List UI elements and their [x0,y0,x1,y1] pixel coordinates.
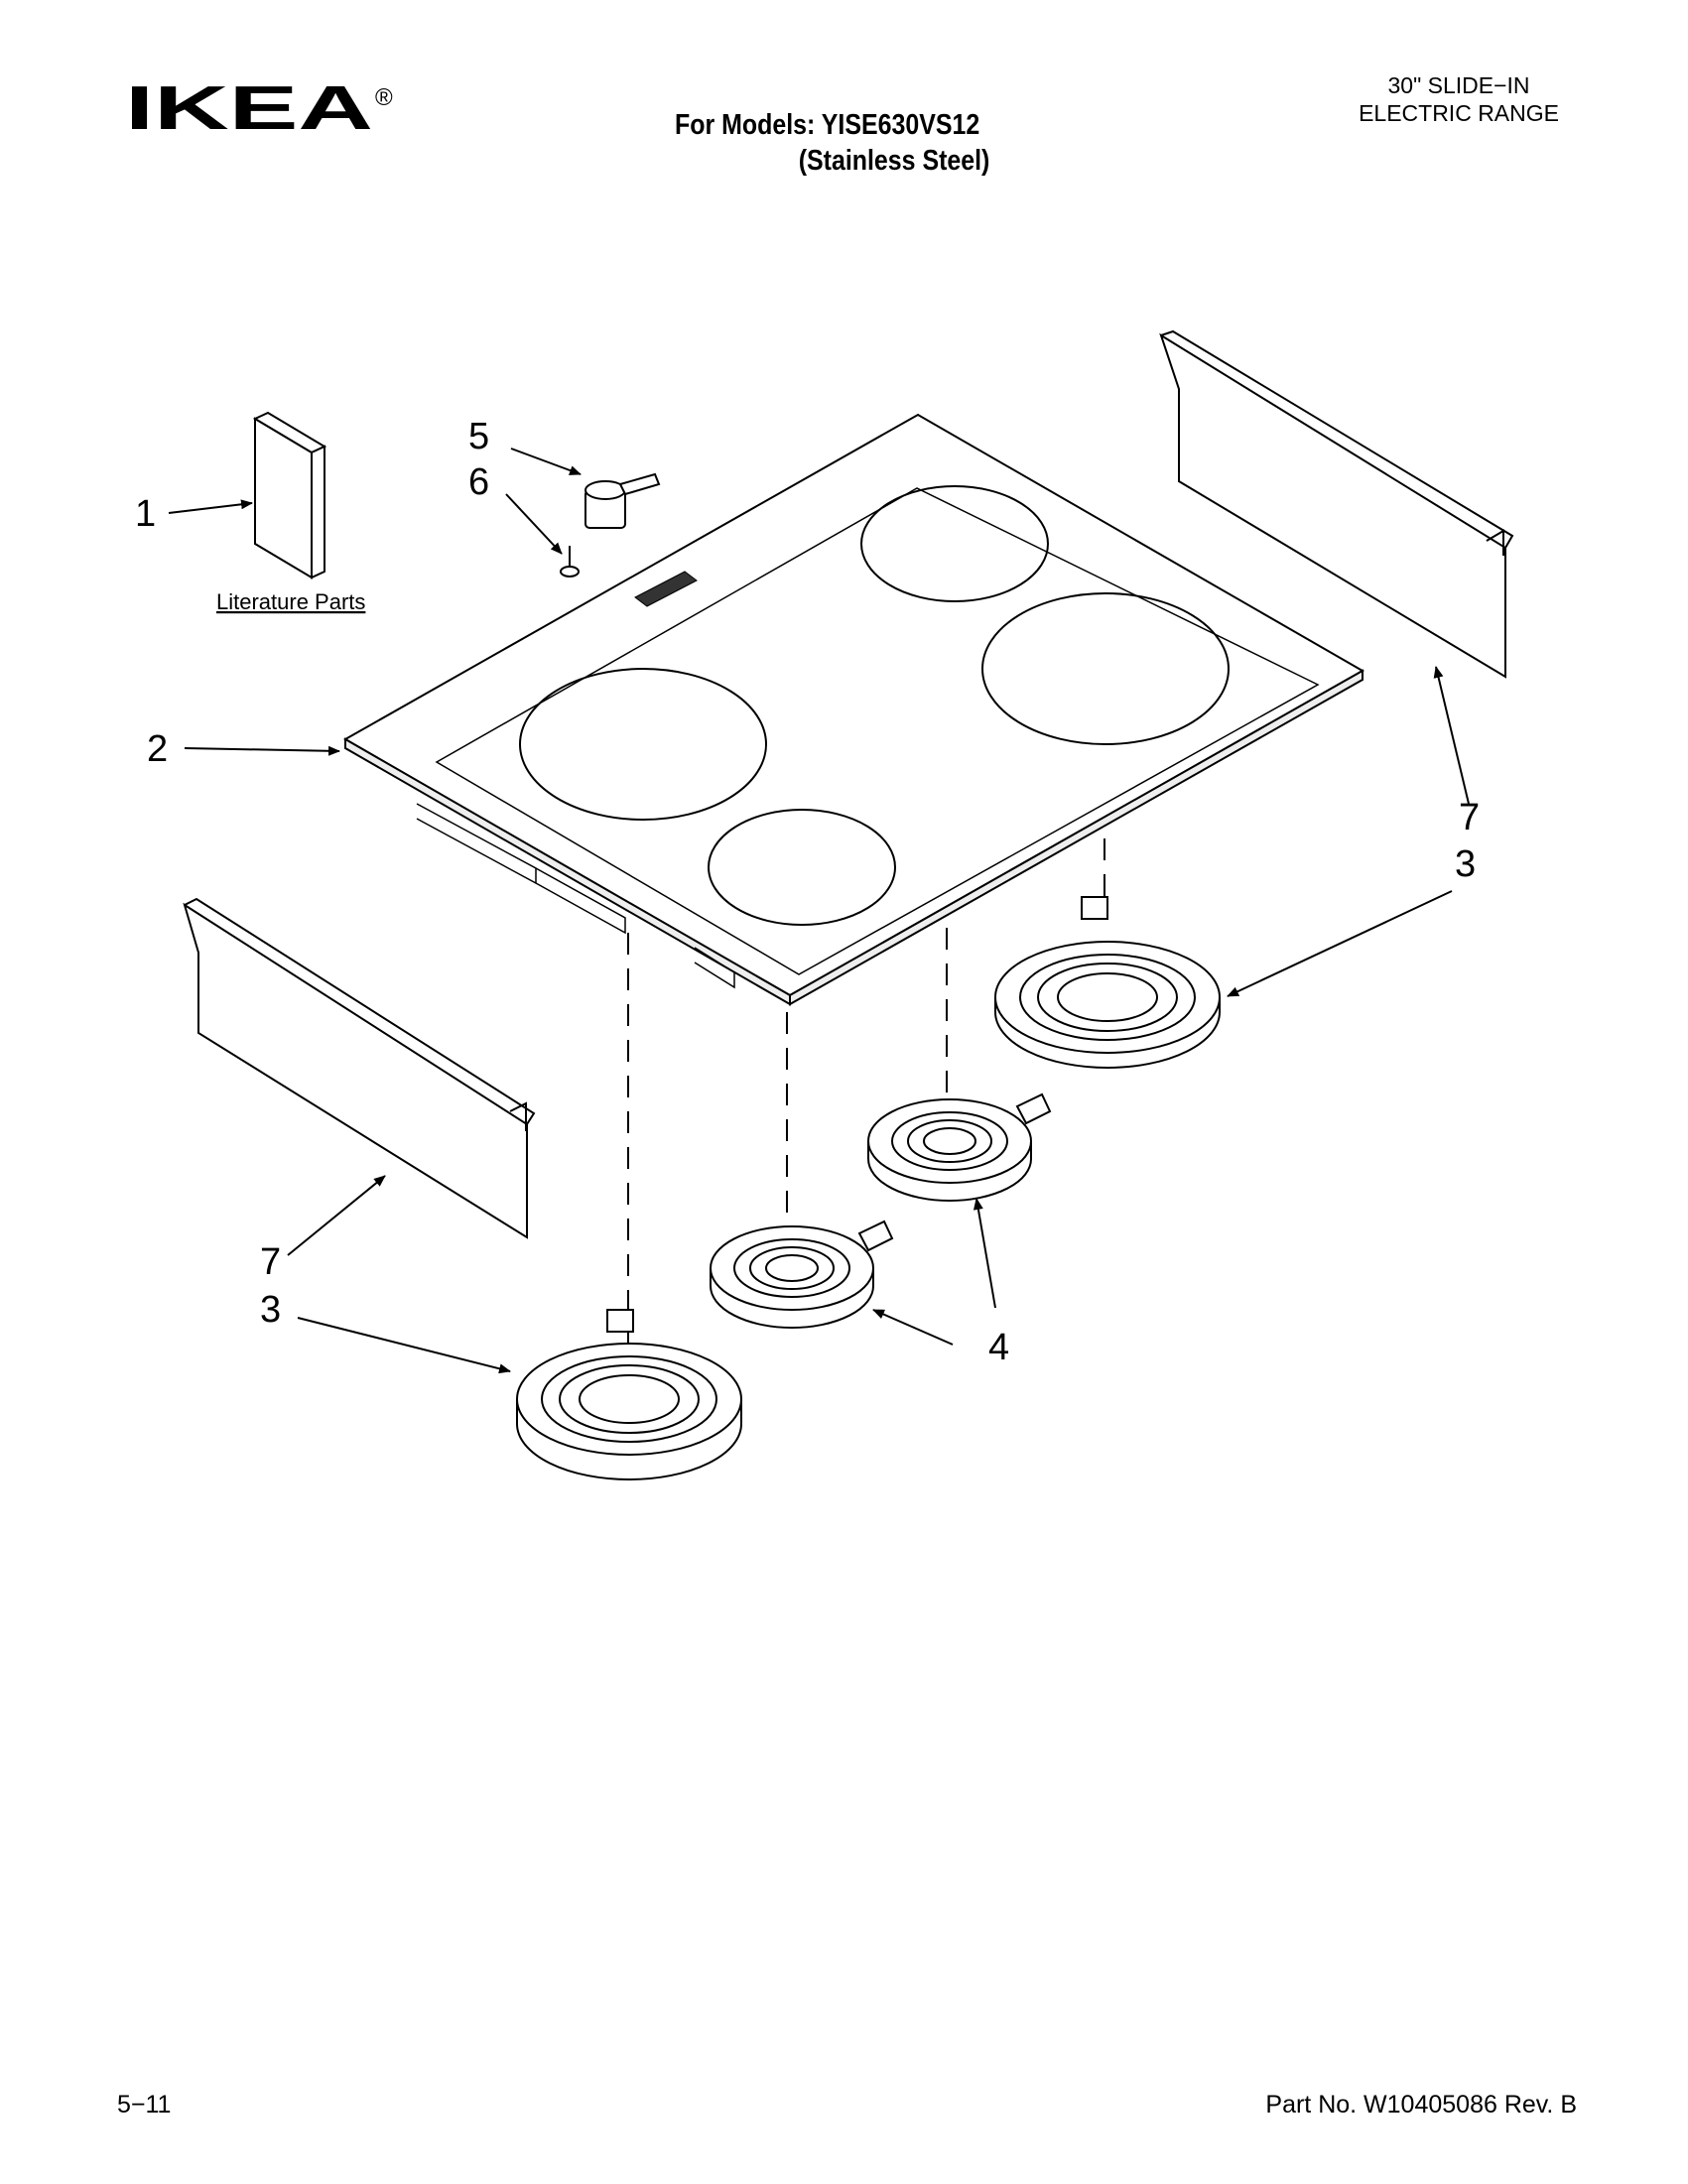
callout-3-left: 3 [260,1289,281,1331]
page-number: 5−11 [117,2091,172,2119]
models-heading: For Models: YISE630VS12 (Stainless Steel… [675,107,989,179]
part-number: Part No. W10405086 Rev. B [1265,2091,1577,2119]
callout-2: 2 [147,728,168,770]
leader-lines [168,448,1470,1374]
side-trim-right [1159,329,1514,679]
callout-3-right: 3 [1455,843,1476,885]
models-finish: (Stainless Steel) [798,145,990,177]
ikea-logo-text: IKEA [125,77,373,137]
limiter-switch [584,472,661,529]
product-title-line1: 30" SLIDE−IN [1387,72,1530,98]
side-trim-left [183,897,536,1239]
product-title-line2: ELECTRIC RANGE [1359,100,1559,126]
callout-7-right: 7 [1459,797,1480,838]
callout-4: 4 [988,1327,1009,1368]
cooktop-panel [342,413,1365,1006]
burner-ring-left-front [519,668,767,821]
mounting-screw [560,546,580,578]
product-title: 30" SLIDE−IN ELECTRIC RANGE [1359,71,1559,127]
heating-element-small-right [867,1092,1052,1202]
registered-mark: ® [375,84,393,111]
ikea-logo: IKEA ® [125,74,403,143]
callout-7-left: 7 [260,1241,281,1283]
heating-element-large-right [994,896,1221,1069]
heating-element-large-left [516,1309,742,1480]
literature-booklet [252,411,327,579]
burner-ring-right-rear [981,592,1230,745]
callout-1: 1 [135,493,156,535]
callout-5: 5 [468,416,489,457]
callout-6: 6 [468,461,489,503]
models-label: For Models: YISE630VS12 [675,109,980,141]
burner-ring-right-front [708,809,896,926]
literature-parts-label: Literature Parts [216,589,365,614]
heating-element-small-left [710,1220,894,1329]
burner-ring-left-rear [860,485,1049,602]
element-center-lines [627,838,1105,1389]
cooktop-vent [634,571,698,607]
